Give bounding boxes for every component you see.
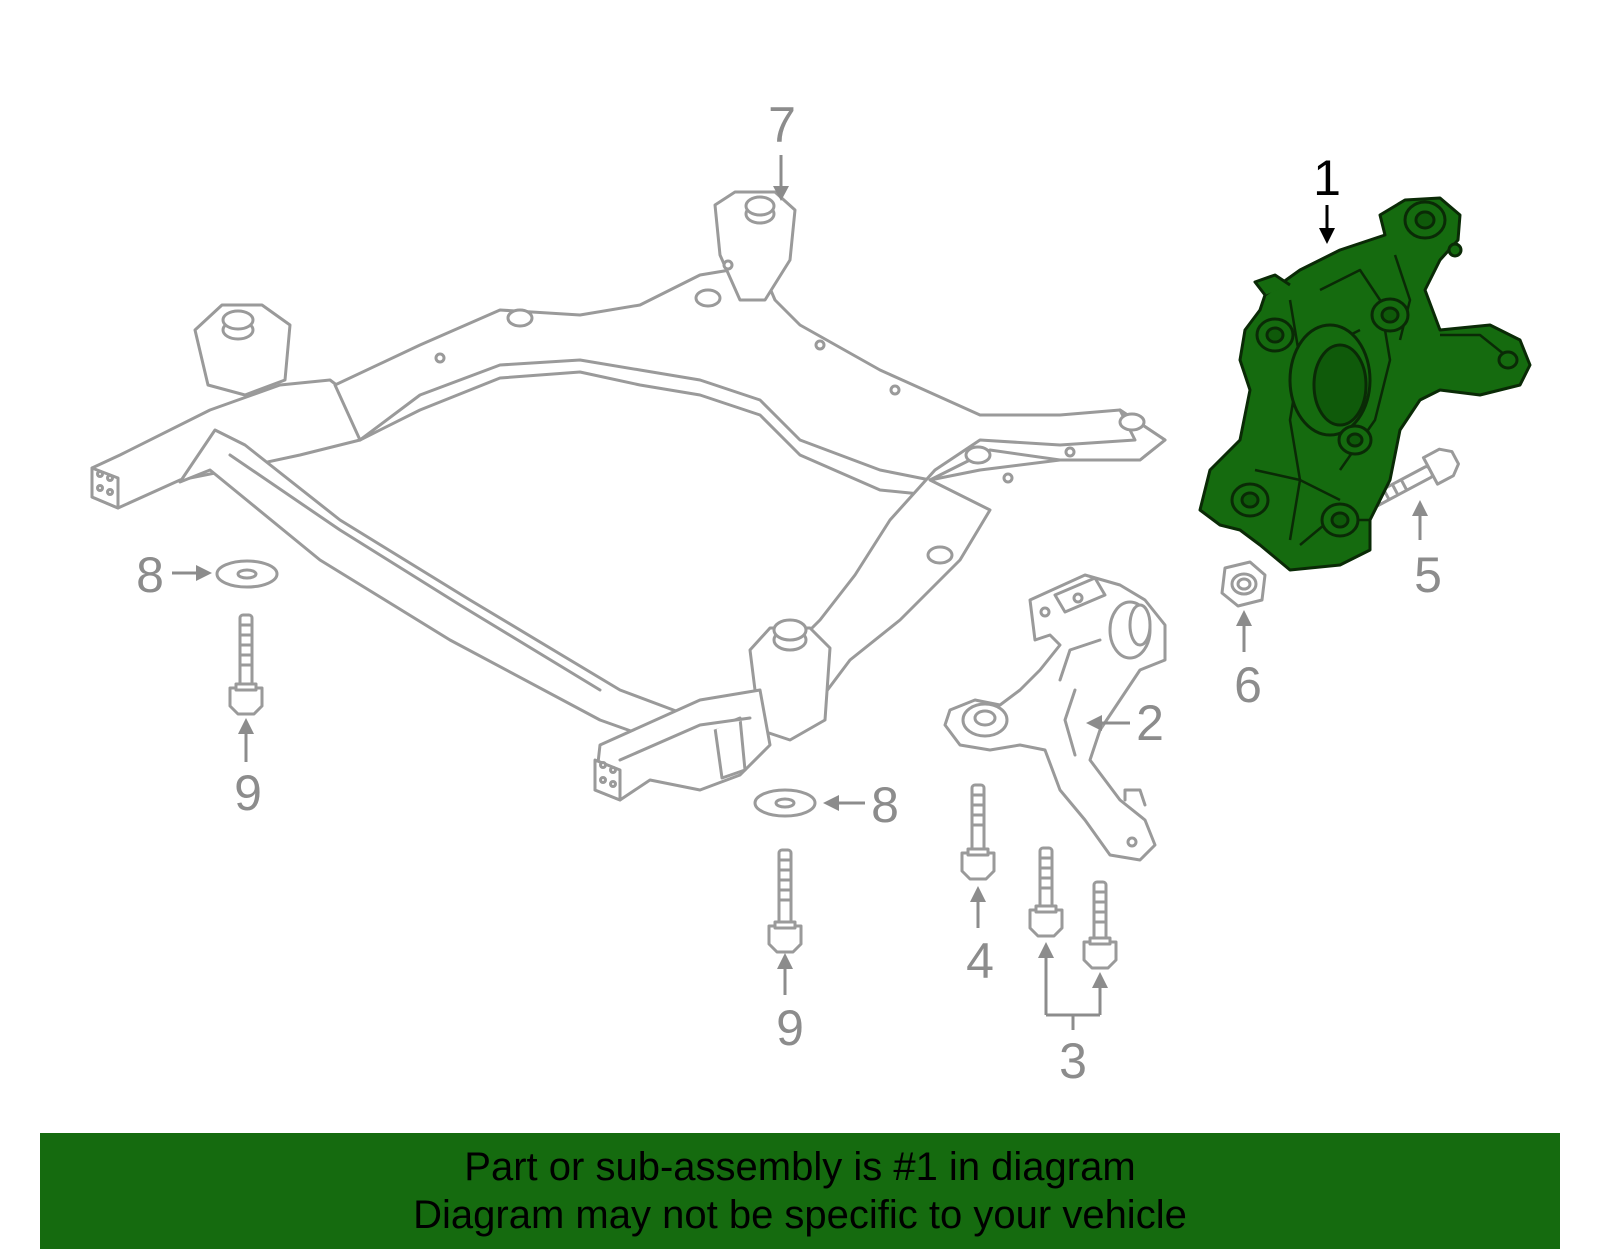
callout-8a: 8 [136, 547, 164, 603]
callout-3: 3 [1059, 1033, 1087, 1089]
callout-7: 7 [768, 97, 796, 153]
callout-8b: 8 [871, 777, 899, 833]
bolt-3b [1082, 880, 1118, 970]
banner-line-2: Diagram may not be specific to your vehi… [413, 1193, 1187, 1237]
callout-1: 1 [1313, 150, 1341, 206]
leader-line-1 [1319, 205, 1335, 244]
bolt-3a [1028, 846, 1064, 938]
bolt-4 [960, 783, 996, 881]
bolt-9a [228, 613, 264, 716]
info-banner: Part or sub-assembly is #1 in diagram Di… [40, 1133, 1560, 1249]
steering-knuckle-highlighted [1198, 196, 1532, 572]
callout-9a: 9 [234, 765, 262, 821]
callout-4: 4 [966, 933, 994, 989]
callout-6: 6 [1234, 657, 1262, 713]
lower-control-arm [943, 573, 1167, 862]
nut-6 [1220, 560, 1267, 608]
banner-line-1: Part or sub-assembly is #1 in diagram [464, 1145, 1136, 1189]
callout-2: 2 [1136, 695, 1164, 751]
callout-labels: 1 2 3 4 5 6 7 8 8 9 9 [136, 97, 1442, 1089]
callout-5: 5 [1414, 547, 1442, 603]
leader-lines [172, 155, 1428, 1030]
subframe-crossmember [90, 190, 1167, 802]
washer-8b [753, 788, 817, 818]
callout-9b: 9 [776, 1000, 804, 1056]
washer-8a [215, 559, 279, 589]
bolt-9b [767, 848, 803, 954]
